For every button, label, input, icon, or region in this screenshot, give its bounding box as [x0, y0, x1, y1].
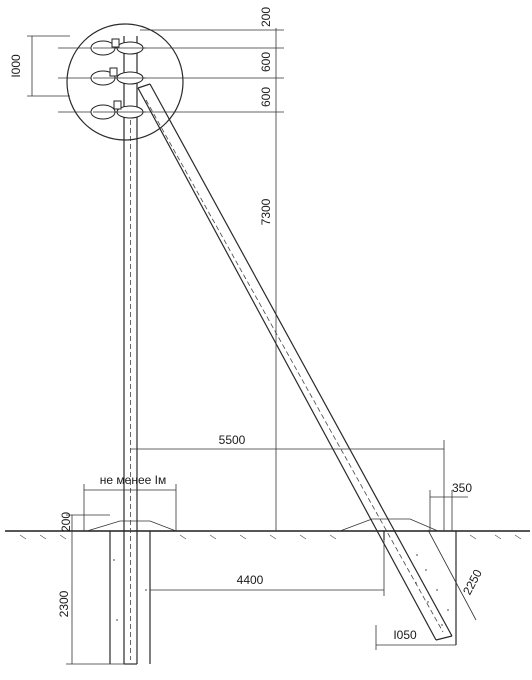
dimension-2300: 2300: [57, 531, 124, 665]
dimension-200-ground: 200: [59, 512, 110, 532]
dimension-7300: 7300: [259, 198, 273, 225]
dimension-600-b: 600: [259, 87, 273, 107]
min-distance-dimension: не менее Iм: [83, 473, 177, 531]
dimension-5500-label: 5500: [219, 433, 246, 447]
dimension-2250-label: 2250: [460, 567, 485, 597]
insulator-middle-icon: [90, 67, 146, 86]
dimension-1050-label: I050: [393, 628, 417, 642]
strut-pole: [137, 83, 453, 641]
ground-line: [5, 518, 530, 664]
dimension-chain-right: 200 600 600 7300: [140, 7, 284, 531]
dimension-5500: 5500: [130, 433, 445, 531]
min-distance-label: не менее Iм: [100, 473, 166, 487]
dimension-200-ground-label: 200: [59, 512, 73, 532]
dimension-1000-label: I000: [9, 54, 23, 78]
dimension-1000: I000: [9, 35, 70, 97]
insulator-top-icon: [90, 38, 146, 56]
dimension-350: 350: [429, 481, 472, 531]
dimension-4400: 4400: [150, 540, 385, 596]
insulator-bottom-icon: [90, 100, 146, 120]
main-pole: [123, 36, 138, 665]
dimension-200-top: 200: [259, 7, 273, 27]
dimension-350-label: 350: [452, 481, 472, 495]
dimension-4400-label: 4400: [237, 573, 264, 587]
dimension-2300-label: 2300: [57, 590, 71, 617]
dimension-600-a: 600: [259, 52, 273, 72]
dimension-1050: I050: [375, 625, 456, 650]
